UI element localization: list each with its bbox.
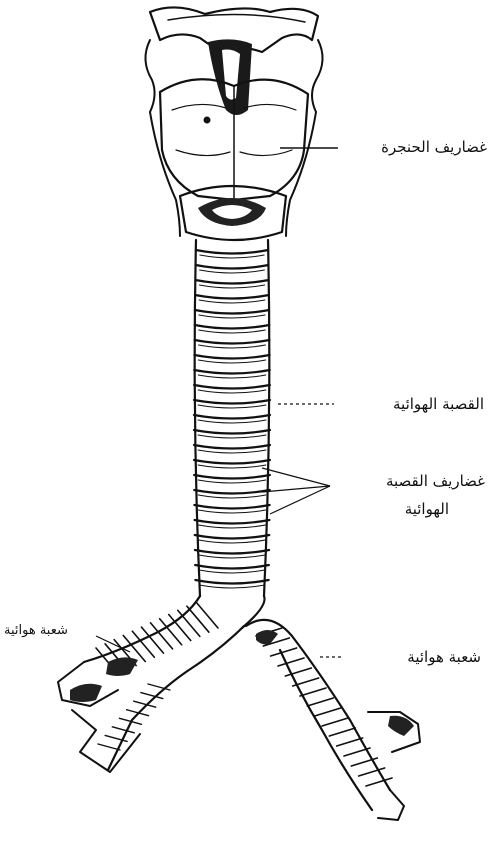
trachea: [194, 240, 270, 596]
label-larynx-cartilages: غضاريف الحنجرة: [381, 138, 487, 156]
label-right-bronchus: شعبة هوائية: [407, 648, 481, 666]
label-tracheal-cartilages-line1: غضاريف القصبة: [386, 472, 485, 490]
larynx: [145, 7, 322, 240]
label-tracheal-cartilages-line2: الهوائية: [405, 500, 449, 518]
label-left-bronchus: شعبة هوائية: [4, 622, 68, 640]
trachea-rings: [194, 250, 270, 588]
label-trachea: القصبة الهوائية: [393, 395, 484, 413]
right-bronchus: [242, 596, 420, 820]
left-bronchus: [58, 596, 244, 772]
